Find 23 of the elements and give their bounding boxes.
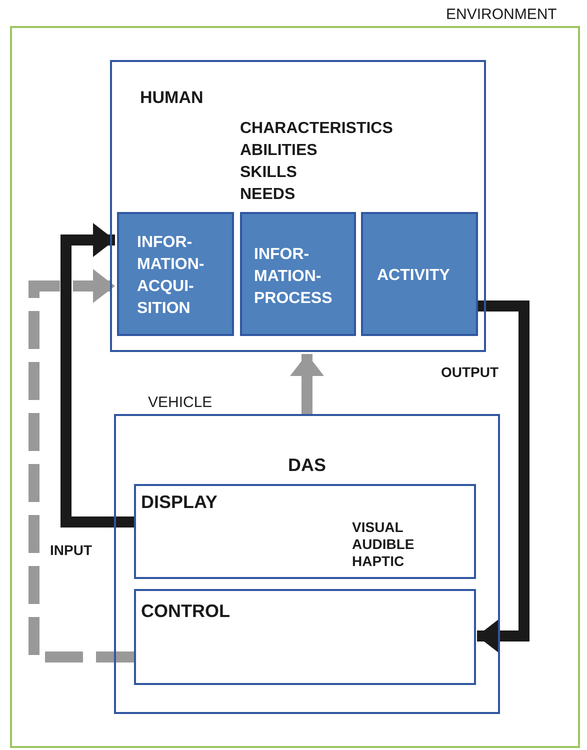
arrow — [28, 269, 134, 662]
node-title: INFOR- MATION- ACQUI- SITION — [137, 233, 204, 319]
node-title: HUMAN — [140, 88, 204, 108]
node-title: CONTROL — [141, 600, 230, 622]
edge-label: INPUT — [50, 542, 92, 558]
process-box — [117, 212, 234, 336]
process-box — [361, 212, 478, 336]
node-text: CHARACTERISTICS ABILITIES SKILLS NEEDS — [240, 119, 393, 205]
node-title: ENVIRONMENT — [446, 6, 557, 24]
arrow — [290, 354, 324, 414]
edge-label: OUTPUT — [441, 364, 499, 380]
display-box — [134, 484, 476, 579]
control-box — [134, 589, 476, 685]
process-box — [240, 212, 356, 336]
human-box — [110, 60, 486, 352]
node-text: VISUAL AUDIBLE HAPTIC — [352, 519, 414, 570]
node-text: DAS — [288, 454, 326, 476]
node-title: ACTIVITY — [377, 266, 450, 286]
arrow — [477, 300, 530, 653]
node-title: INFOR- MATION- PROCESS — [254, 245, 332, 309]
arrow — [60, 223, 134, 528]
node-title: DISPLAY — [141, 491, 218, 513]
node-title: VEHICLE — [148, 394, 212, 412]
